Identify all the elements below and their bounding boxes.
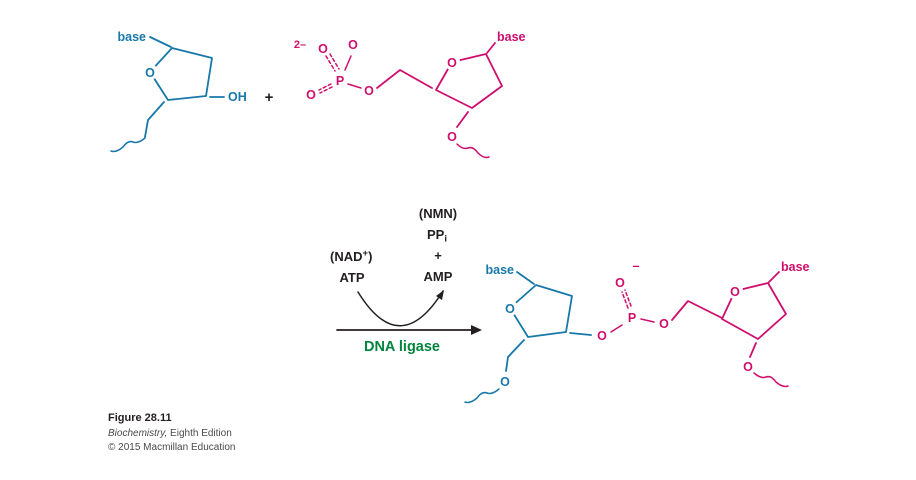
oxygen-label: O — [364, 84, 374, 98]
backbone-bond — [671, 300, 723, 321]
base-bond — [768, 271, 780, 283]
p-o-bond — [347, 83, 362, 89]
product-magenta-half: O base O — [721, 260, 810, 388]
ring-oxygen-label: O — [145, 66, 155, 80]
oxygen-label: O — [615, 276, 625, 290]
base-label: base — [781, 260, 810, 274]
base-bond — [149, 36, 172, 48]
oxygen-label: O — [500, 375, 510, 389]
reactant-blue-fragment: O base OH — [110, 30, 247, 153]
p-o-bond — [344, 55, 352, 71]
charge-label: 2– — [294, 39, 306, 51]
oxygen-label: O — [348, 38, 358, 52]
plus-sign: + — [434, 248, 442, 263]
nmn-label: (NMN) — [419, 206, 457, 221]
backbone-bond — [505, 339, 525, 372]
product-blue-half: base O O — [464, 263, 592, 404]
dashed-double-bond — [624, 289, 632, 307]
dashed-double-bond — [318, 83, 332, 91]
reaction-center: (NMN) PPi + AMP (NAD+) ATP DNA ligase — [330, 206, 482, 355]
chain-squiggle — [456, 143, 490, 159]
base-label: base — [118, 30, 147, 44]
backbone-bond — [749, 342, 757, 358]
curved-arrowhead — [436, 290, 444, 300]
plus-sign: + — [265, 89, 274, 106]
ring-oxygen-backing — [444, 54, 460, 70]
base-bond — [486, 42, 496, 54]
amp-label: AMP — [424, 269, 453, 284]
p-o-bond — [640, 318, 655, 323]
ring-oxygen-backing — [142, 64, 158, 80]
oxygen-label: O — [318, 42, 328, 56]
ring-oxygen-label: O — [505, 302, 515, 316]
backbone-bond — [144, 101, 165, 138]
ppi-subscript: i — [444, 234, 447, 245]
figure-caption: Figure 28.11 Biochemistry, Eighth Editio… — [108, 412, 235, 453]
backbone-bond — [376, 69, 433, 89]
copyright-line: © 2015 Macmillan Education — [108, 442, 235, 453]
ring-oxygen-backing — [502, 300, 518, 316]
dashed-double-bond — [319, 86, 333, 94]
bridge-oxygen-label: O — [597, 329, 607, 343]
nad-label: (NAD+) — [330, 248, 372, 264]
oxygen-label: O — [743, 360, 753, 374]
backbone-bond — [456, 111, 469, 128]
oxygen-label: O — [447, 130, 457, 144]
dna-ligase-label: DNA ligase — [364, 339, 440, 355]
figure-number: Figure 28.11 — [108, 412, 172, 424]
oxygen-label: O — [306, 88, 316, 102]
ring-oxygen-label: O — [447, 56, 457, 70]
sugar-ring — [721, 282, 787, 340]
ppi-label: PPi — [427, 227, 447, 245]
ester-bond — [569, 332, 592, 336]
book-title: Biochemistry, Eighth Edition — [108, 428, 232, 439]
product-phosphodiester: O P O – O — [597, 259, 723, 343]
chain-squiggle — [464, 388, 500, 404]
o-p-bond — [610, 324, 623, 333]
dashed-double-bond — [329, 53, 340, 70]
sugar-ring — [509, 284, 573, 338]
ppi-text: PP — [427, 227, 445, 242]
book-title-edition: Eighth Edition — [167, 428, 232, 439]
book-title-italic: Biochemistry, — [108, 428, 167, 439]
ring-oxygen-backing — [727, 283, 743, 299]
atp-label: ATP — [339, 270, 364, 285]
reactant-magenta-fragment: 2– O O O O P O base O — [294, 30, 526, 159]
charge-label: – — [633, 259, 640, 273]
phosphorus-label: P — [336, 74, 344, 88]
base-bond — [516, 271, 535, 285]
sugar-ring — [149, 47, 213, 101]
phosphorus-label: P — [628, 311, 636, 325]
bridge-oxygen-label: O — [659, 317, 669, 331]
base-label: base — [486, 263, 515, 277]
nad-superscript: + — [363, 248, 369, 259]
reaction-arrowhead — [471, 325, 482, 335]
dashed-double-bond — [325, 55, 336, 72]
chain-squiggle — [110, 137, 146, 153]
dashed-double-bond — [621, 291, 629, 309]
nad-text: (NAD — [330, 249, 363, 264]
base-label: base — [497, 30, 526, 44]
sugar-ring — [435, 53, 503, 109]
curved-cofactor-arrow — [357, 290, 444, 327]
chain-squiggle — [753, 372, 789, 388]
ring-oxygen-label: O — [730, 285, 740, 299]
nad-paren: ) — [368, 249, 372, 264]
hydroxyl-label: OH — [228, 90, 247, 104]
